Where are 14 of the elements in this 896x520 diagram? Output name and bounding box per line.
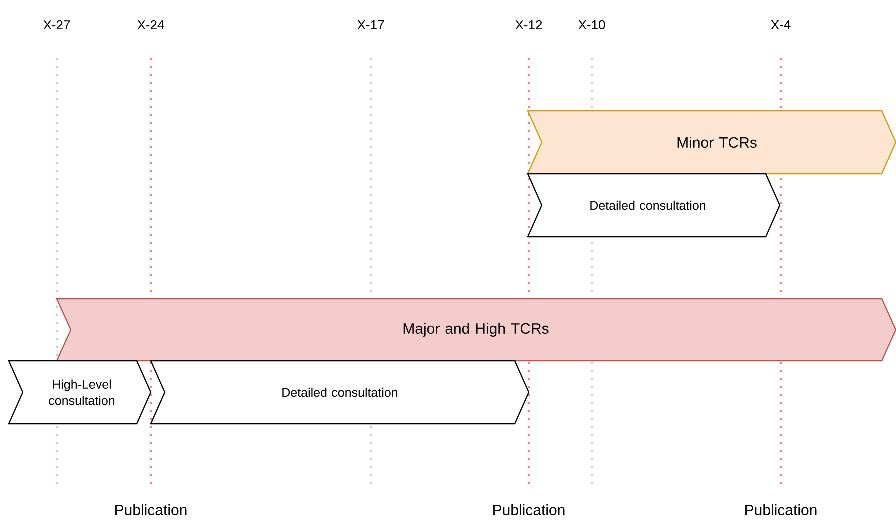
chevron-box: Detailed consultation [527,173,781,238]
milestone-label: X-10 [578,20,606,30]
milestone-label: X-12 [516,20,542,30]
publication-label: Publication [116,504,187,516]
milestone-label: X-17 [358,20,384,30]
milestone-label: X-4 [771,20,791,30]
milestone-label: X-24 [138,20,164,30]
chevron-box: Major and High TCRs [56,298,896,362]
publication-label: Publication [494,504,565,516]
chevron-box: Minor TCRs [527,110,896,175]
publication-label: Publication [746,504,817,516]
chevron-box: Detailed consultation [150,360,530,425]
milestone-label: X-27 [44,20,70,30]
chevron-box: High-Level consultation [8,360,152,425]
